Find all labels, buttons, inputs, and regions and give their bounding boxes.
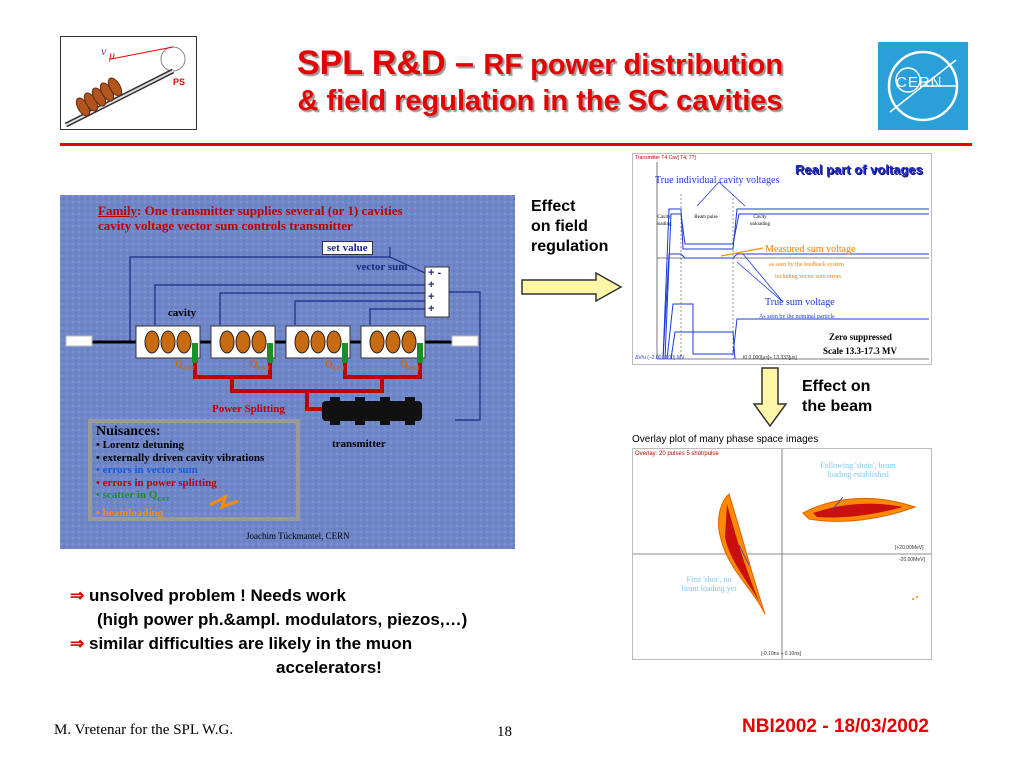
caption-line: the beam xyxy=(802,398,873,415)
true-individual-label: True individual cavity voltages xyxy=(655,175,780,186)
voltage-plot-banner: Real part of voltages xyxy=(795,162,923,177)
family-caption: Family: One transmitter supplies several… xyxy=(98,203,403,233)
first-shot-label: First 'shot', no beam loading yet xyxy=(669,575,749,593)
conclusion-bullets: ⇒ unsolved problem ! Needs work (high po… xyxy=(70,584,467,680)
rf-distribution-schematic: Family: One transmitter supplies several… xyxy=(60,195,515,549)
scale-label: Scale 13.3-17.3 MV xyxy=(823,346,897,356)
qext-label-2: QEXT xyxy=(250,359,271,372)
bullet-text: unsolved problem ! Needs work xyxy=(88,586,346,605)
axis-mid-label: -20.00MeV] xyxy=(899,557,925,563)
set-value-label: set value xyxy=(322,241,373,255)
footer-author: M. Vretenar for the SPL W.G. xyxy=(54,722,234,738)
ps-logo-graphic: ν μ xyxy=(64,44,186,128)
zero-suppressed-label: Zero suppressed xyxy=(829,332,892,342)
axis-right-label: t0 0.000[μs]÷ 13.333[μs] xyxy=(743,355,797,361)
title-sub: RF power distribution xyxy=(483,49,784,81)
footer-event: NBI2002 - 18/03/2002 xyxy=(742,716,929,737)
cavity-label: cavity xyxy=(168,307,197,319)
voltage-plot-header: Transmitter T4 Cav[ T4, 7?] xyxy=(635,155,696,161)
power-splitting-label: Power Splitting xyxy=(212,403,285,415)
title-main: SPL R&D – xyxy=(296,44,474,82)
caption-line: Effect xyxy=(531,198,576,215)
nuisance-item: • errors in vector sum xyxy=(96,464,198,476)
bullet-item: accelerators! xyxy=(276,658,382,677)
phase-space-graphic xyxy=(633,449,931,659)
schematic-author: Joachim Tückmantel, CERN xyxy=(246,531,350,541)
nuisance-item: • errors in power splitting xyxy=(96,476,217,489)
phase-plot-title: Overlay plot of many phase space images xyxy=(632,434,819,445)
following-line: Following 'shots', beam xyxy=(820,461,896,470)
right-arrow-icon xyxy=(521,271,623,303)
family-line-2: cavity voltage vector sum controls trans… xyxy=(98,218,353,233)
svg-text:μ: μ xyxy=(108,48,115,62)
voltages-plot: Transmitter T4 Cav[ T4, 7?] Real part of… xyxy=(632,153,932,365)
cavity-unloading-label: Cavity unloading xyxy=(750,215,770,227)
bullet-item: ⇒ unsolved problem ! Needs work xyxy=(70,584,467,608)
true-sum-label: True sum voltage xyxy=(765,297,835,308)
sum-signs: + -+++ xyxy=(428,267,442,315)
title-line-1: SPL R&D – RF power distribution xyxy=(200,44,880,84)
effect-field-caption: Effect on field regulation xyxy=(531,197,608,257)
nuisances-title: Nuisances: xyxy=(96,424,161,439)
following-shots-label: Following 'shots', beam loading establis… xyxy=(803,461,913,479)
page-number: 18 xyxy=(497,724,512,740)
qext-label-4: QEXT xyxy=(400,359,421,372)
title-rule xyxy=(60,143,972,146)
qext-label-3: QEXT xyxy=(325,359,346,372)
cern-logo-graphic xyxy=(887,50,959,122)
phase-plot-header: Overlay: 20 pulses 5 shot/pulse xyxy=(635,451,719,457)
title-line-2: & field regulation in the SC cavities xyxy=(297,85,783,117)
bullet-item: ⇒ similar difficulties are likely in the… xyxy=(70,632,467,656)
bullet-item: (high power ph.&ampl. modulators, piezos… xyxy=(97,610,468,629)
first-line: First 'shot', no xyxy=(686,575,732,584)
qext-label-1: QEXT xyxy=(175,359,196,372)
cavity-loading-label: Cavity loading xyxy=(656,215,672,227)
axis-left-label: ΔV/u (–2.00, 2.00) MV xyxy=(635,355,685,361)
measured-note-2: including vector sum errors xyxy=(775,274,842,280)
phase-space-plot: Overlay: 20 pulses 5 shot/pulse Followin… xyxy=(632,448,932,660)
caption-line: Effect on xyxy=(802,378,871,395)
implies-arrow-icon: ⇒ xyxy=(70,634,85,653)
beam-pulse-label: Beam pulse xyxy=(694,215,718,220)
family-label: Family xyxy=(98,203,137,218)
nuisance-item: • beamloading xyxy=(96,506,164,519)
axis-top-label: [+20.00MeV] xyxy=(895,545,924,551)
bullet-text: similar difficulties are likely in the m… xyxy=(88,634,413,653)
ps-logo-text: PS xyxy=(173,77,186,87)
ps-logo: ν μ PS xyxy=(60,36,197,130)
cern-logo-text: CERN xyxy=(896,74,943,91)
implies-arrow-icon: ⇒ xyxy=(70,586,85,605)
slide-title: SPL R&D – RF power distribution & field … xyxy=(200,44,880,118)
following-line: loading established xyxy=(827,470,889,479)
transmitter-label: transmitter xyxy=(332,438,386,450)
voltages-plot-graphic xyxy=(656,162,929,360)
measured-note-1: as seen by the feedback system xyxy=(769,262,844,268)
down-arrow-icon xyxy=(752,367,788,428)
first-line: beam loading yet xyxy=(681,584,737,593)
axis-bottom-label: [-0.10ns ÷ 0.10ns] xyxy=(761,651,801,657)
caption-line: on field xyxy=(531,218,588,235)
effect-beam-caption: Effect on the beam xyxy=(802,377,872,417)
svg-text:ν: ν xyxy=(101,44,107,58)
caption-line: regulation xyxy=(531,238,609,255)
schematic-drawing xyxy=(60,195,515,549)
nuisance-item: • externally driven cavity vibrations xyxy=(96,451,265,464)
nuisance-item: • scatter in QEXT xyxy=(96,489,170,504)
nuisances-list: Nuisances: • Lorentz detuning • external… xyxy=(96,424,264,519)
nuisance-item: • Lorentz detuning xyxy=(96,439,184,451)
vector-sum-label: vector sum xyxy=(356,261,408,273)
cern-logo: CERN xyxy=(878,42,968,130)
family-line-1: : One transmitter supplies several (or 1… xyxy=(137,203,403,218)
true-sum-note: As seen by the nominal particle xyxy=(759,314,835,320)
measured-sum-label: Measured sum voltage xyxy=(765,244,856,255)
